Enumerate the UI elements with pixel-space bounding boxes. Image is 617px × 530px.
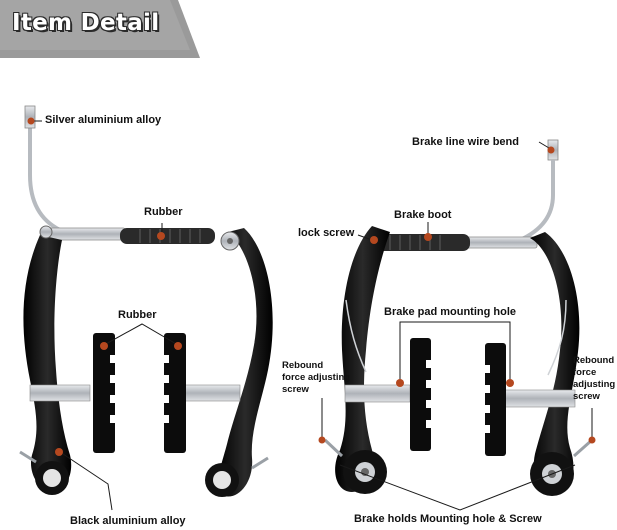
left-wire-tip xyxy=(24,105,36,129)
label-silver-alloy: Silver aluminium alloy xyxy=(45,114,162,126)
label-wire-bend: Brake line wire bend xyxy=(412,136,519,148)
right-arm-right xyxy=(530,232,580,494)
label-rubber-pads: Rubber xyxy=(118,309,157,321)
label-pad-mounting-hole: Brake pad mounting hole xyxy=(384,306,517,318)
left-rubber-boot xyxy=(120,228,215,244)
leader-lines xyxy=(32,120,593,511)
label-rebound-left: Rebound force adjusting screw xyxy=(282,360,351,395)
right-arm-left xyxy=(335,226,390,492)
callout-dots xyxy=(27,117,596,456)
right-brake-pad-1 xyxy=(410,338,431,451)
label-lock-screw: lock screw xyxy=(298,227,355,239)
left-wire-bend xyxy=(28,112,61,232)
label-brake-holds: Brake holds Mounting hole & Screw xyxy=(354,513,542,525)
right-brake-pad-2 xyxy=(485,343,506,456)
label-rubber-boot-left: Rubber xyxy=(144,206,183,218)
header-tab xyxy=(0,0,200,58)
label-brake-boot: Brake boot xyxy=(394,209,452,221)
left-link-plate xyxy=(44,227,126,241)
left-arm-right xyxy=(217,228,273,497)
label-rebound-right: Rebound force adjusting screw xyxy=(573,355,616,402)
page-title: Item Detail xyxy=(12,10,160,36)
left-brake-pad-1 xyxy=(93,333,115,453)
left-brake-pad-2 xyxy=(164,333,186,453)
label-black-alloy: Black aluminium alloy xyxy=(70,515,186,527)
right-brake xyxy=(323,139,593,496)
left-brake xyxy=(19,105,273,497)
right-link-plate xyxy=(464,236,538,249)
right-wire-bend xyxy=(519,160,555,242)
left-arm-left xyxy=(23,235,72,490)
